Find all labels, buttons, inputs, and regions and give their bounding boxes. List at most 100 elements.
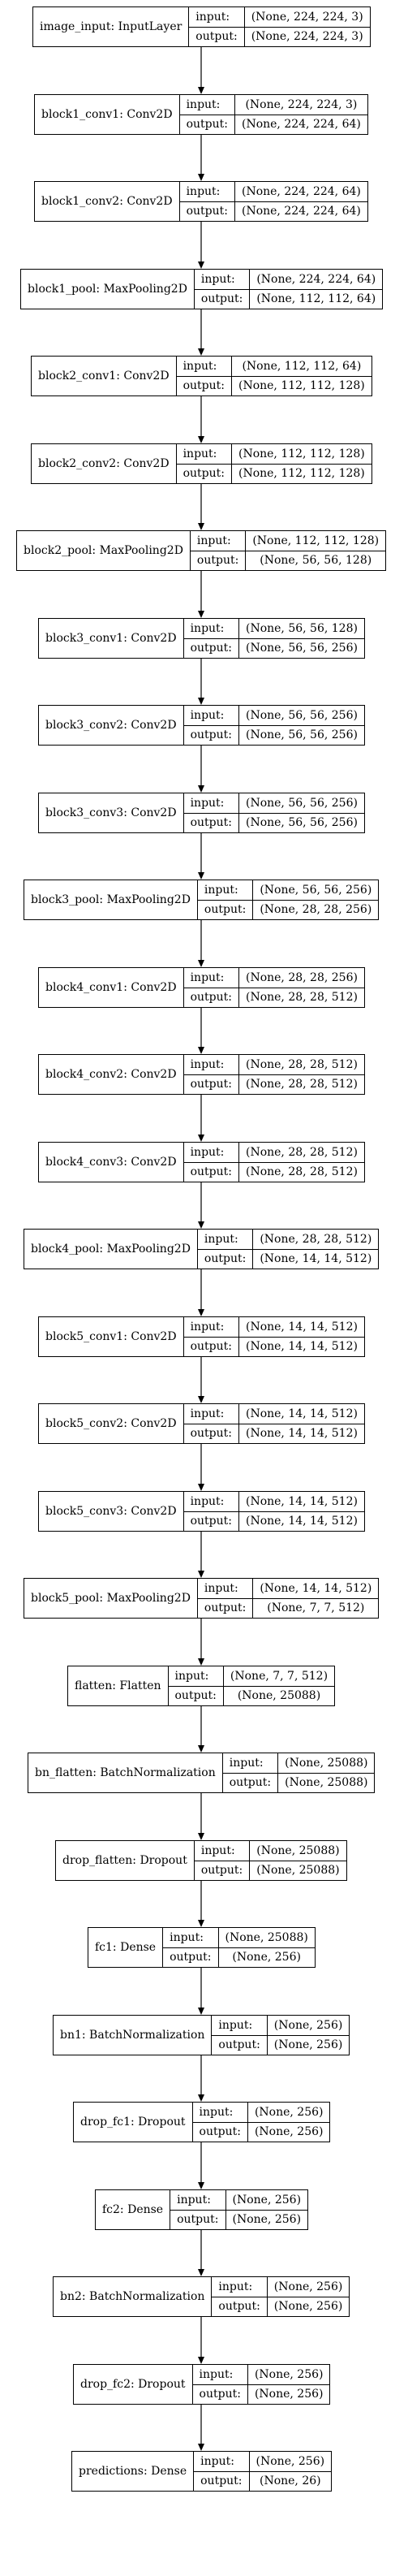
input-label: input: (212, 2277, 267, 2297)
input-shape: (None, 224, 224, 64) (250, 270, 383, 290)
input-label: input: (194, 2452, 249, 2472)
output-label: output: (199, 2388, 241, 2401)
output-shape: (None, 28, 28, 512) (245, 991, 358, 1005)
input-label: input: (183, 1143, 238, 1163)
layer-name: flatten: Flatten (68, 1666, 169, 1705)
flow-arrow (198, 2230, 204, 2276)
io-value-column: (None, 256)(None, 256) (225, 2190, 308, 2229)
layer-name: block3_conv2: Conv2D (39, 706, 184, 745)
input-label: input: (194, 270, 250, 290)
io-value-column: (None, 25088)(None, 25088) (278, 1753, 375, 1792)
layer-name: block4_pool: MaxPooling2D (24, 1230, 198, 1269)
io-value-column: (None, 14, 14, 512)(None, 14, 14, 512) (238, 1492, 364, 1531)
input-label: input: (192, 2103, 247, 2123)
output-label: output: (177, 2213, 219, 2227)
input-shape: (None, 256) (247, 2365, 330, 2385)
layer-name: block4_conv1: Conv2D (39, 968, 184, 1007)
io-value-column: (None, 224, 224, 64)(None, 112, 112, 64) (250, 270, 383, 309)
output-label: output: (174, 1689, 217, 1703)
input-shape: (None, 56, 56, 256) (238, 706, 364, 726)
io-label-column: input:output: (168, 1666, 224, 1705)
output-label: output: (218, 2300, 260, 2314)
io-value-column: (None, 25088)(None, 256) (218, 1928, 315, 1967)
input-label: input: (183, 1055, 238, 1075)
io-label-column: input:output: (222, 1753, 279, 1792)
io-value-column: (None, 112, 112, 128) (None, 56, 56, 128) (246, 531, 386, 570)
output-shape: (None, 56, 56, 256) (245, 816, 358, 830)
layer-name: block5_conv2: Conv2D (39, 1404, 184, 1443)
output-label: output: (190, 728, 232, 742)
input-shape: (None, 112, 112, 64) (231, 357, 371, 377)
io-label-column: input:output: (176, 357, 232, 395)
input-label: input: (179, 182, 234, 202)
output-shape: (None, 7, 7, 512) (267, 1601, 365, 1615)
input-shape: (None, 224, 224, 3) (244, 7, 370, 28)
output-label: output: (204, 903, 247, 917)
io-value-column: (None, 28, 28, 256) (None, 28, 28, 512) (238, 968, 364, 1007)
output-label: output: (204, 1601, 247, 1615)
input-shape: (None, 112, 112, 128) (231, 444, 371, 465)
io-value-column: (None, 224, 224, 64)(None, 224, 224, 64) (234, 182, 367, 221)
output-label: output: (200, 1864, 243, 1878)
output-label: output: (200, 2474, 243, 2488)
io-value-column: (None, 256)(None, 256) (267, 2277, 350, 2316)
output-label: output: (200, 292, 243, 306)
input-label: input: (183, 1317, 238, 1338)
input-label: input: (183, 619, 238, 639)
output-shape: (None, 224, 224, 64) (241, 118, 361, 132)
io-value-column: (None, 28, 28, 512)(None, 28, 28, 512) (238, 1055, 364, 1094)
io-label-column: input: output: (192, 2365, 248, 2404)
input-shape: (None, 28, 28, 256) (238, 968, 364, 988)
output-shape: (None, 28, 28, 512) (245, 1165, 358, 1179)
input-shape: (None, 14, 14, 512) (253, 1579, 379, 1599)
flow-arrow (198, 484, 204, 530)
output-shape: (None, 256) (232, 2213, 302, 2227)
input-shape: (None, 224, 224, 64) (234, 182, 367, 202)
input-shape: (None, 25088) (250, 1841, 346, 1861)
io-label-column: input: output: (183, 1317, 239, 1356)
input-label: input: (192, 2365, 247, 2385)
output-shape: (None, 56, 56, 256) (245, 728, 358, 742)
io-label-column: input: output: (194, 2452, 250, 2491)
output-label: output: (190, 1340, 232, 1354)
output-label: output: (229, 1776, 272, 1790)
input-label: input: (183, 1492, 238, 1512)
flow-arrow (198, 833, 204, 880)
input-label: input: (190, 531, 246, 551)
io-label-column: input:output: (183, 1143, 239, 1182)
flow-arrow (198, 1182, 204, 1229)
io-label-column: input:output: (183, 968, 239, 1007)
io-label-column: input:output: (183, 793, 239, 832)
io-value-column: (None, 224, 224, 3)(None, 224, 224, 64) (234, 95, 367, 134)
io-label-column: input:output: (163, 1928, 219, 1967)
io-label-column: input: output: (194, 270, 251, 309)
flow-arrow (198, 1968, 204, 2015)
io-label-column: input:output: (189, 7, 245, 46)
output-shape: (None, 112, 112, 128) (238, 379, 365, 393)
flow-arrow (198, 571, 204, 618)
output-shape: (None, 256) (254, 2388, 324, 2401)
input-shape: (None, 112, 112, 128) (246, 531, 386, 551)
output-label: output: (190, 816, 232, 830)
flow-arrow (198, 1532, 204, 1578)
output-label: output: (183, 379, 225, 393)
output-shape: (None, 256) (232, 1951, 301, 1964)
output-shape: (None, 56, 56, 128) (260, 554, 372, 568)
